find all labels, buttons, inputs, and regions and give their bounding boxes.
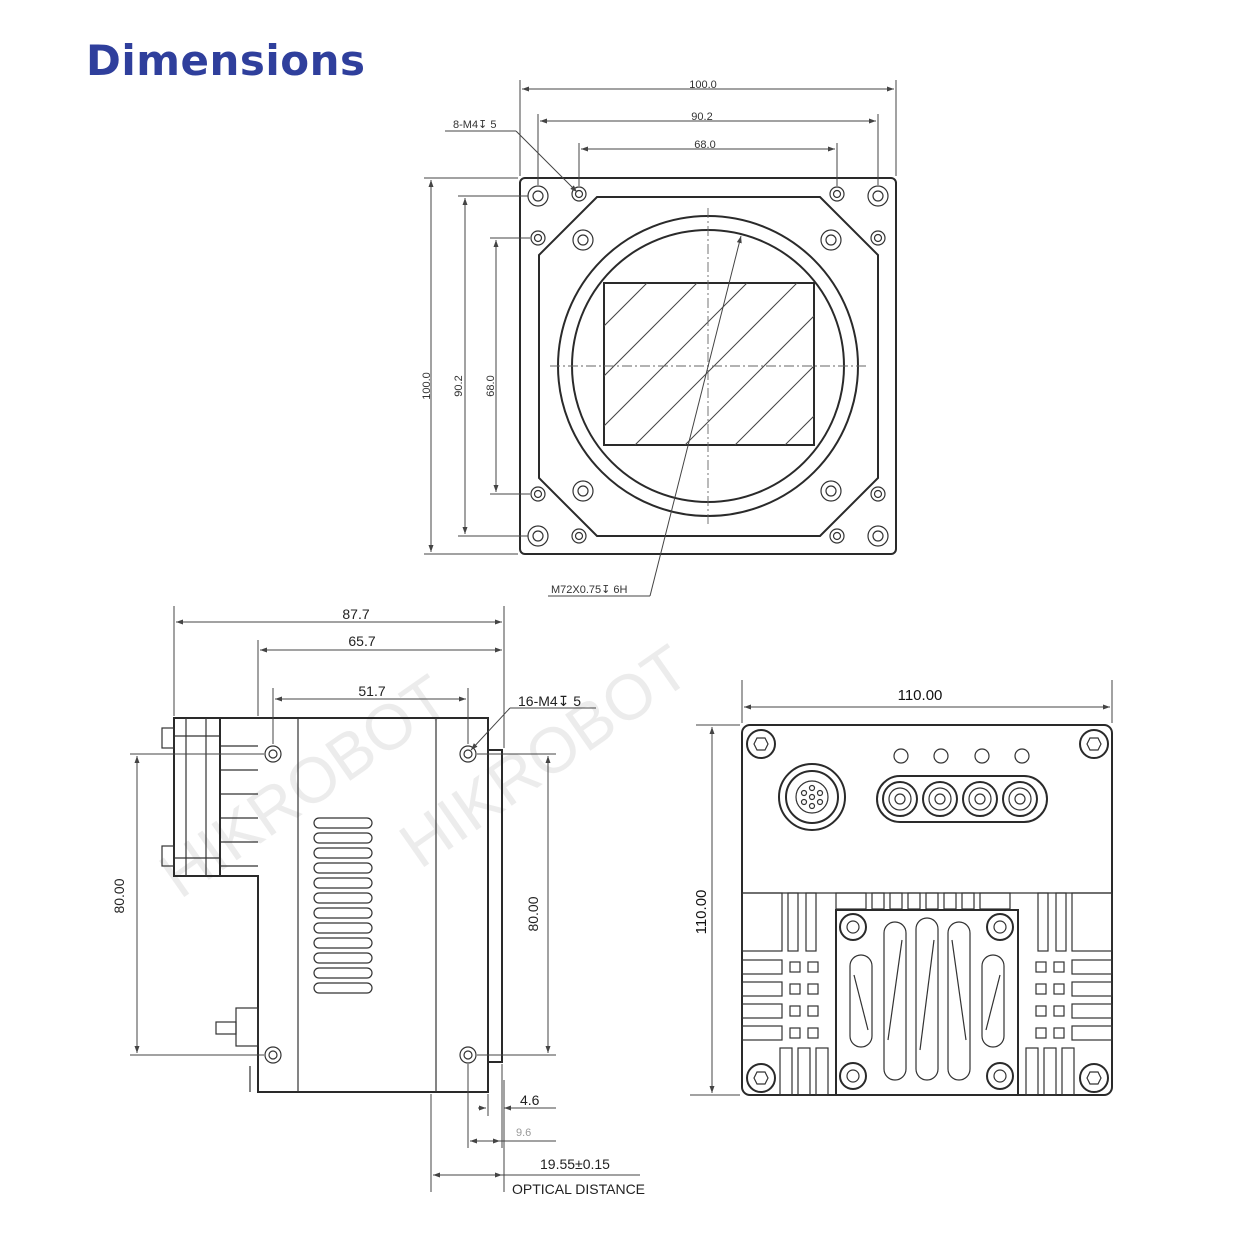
dim-width-outer: 100.0 — [689, 79, 717, 91]
side-rear-plate — [487, 749, 503, 1063]
rear-fan-block — [835, 909, 1019, 1096]
side-pin-bottom — [161, 845, 175, 867]
side-pin-top — [161, 727, 175, 749]
optical-label: OPTICAL DISTANCE — [512, 1181, 645, 1197]
side-view: 87.7 65.7 51.7 16-M4↧ 5 80.00 80.00 — [111, 606, 645, 1197]
rear-dim-height: 110.00 — [693, 890, 710, 935]
side-dims-bottom — [430, 1064, 640, 1192]
dim-small-2: 9.6 — [516, 1127, 531, 1139]
side-dims-vertical — [130, 753, 556, 1056]
rear-power-connector — [778, 763, 846, 831]
svg-text:HIKROBOT: HIKROBOT — [147, 661, 462, 912]
watermark: HIKROBOT HIKROBOT — [147, 631, 702, 912]
dim-body-length: 65.7 — [348, 633, 375, 649]
rear-fan-blades — [849, 917, 1005, 1081]
page-title: Dimensions — [86, 36, 366, 85]
dim-width-mid: 90.2 — [691, 111, 712, 123]
rear-data-panel — [876, 775, 1048, 823]
side-body — [219, 717, 489, 1093]
front-inner-octagon — [538, 196, 879, 537]
dim-height-left: 80.00 — [111, 878, 127, 913]
front-view: 100.0 90.2 68.0 100.0 90.2 68.0 8-M4↧ 5 … — [421, 79, 897, 597]
rear-data-ports — [882, 781, 1038, 817]
rear-view: 110.00 110.00 — [690, 680, 1113, 1096]
sensor-area — [603, 282, 815, 446]
rear-dims — [690, 680, 1113, 1096]
front-hole-callout: 8-M4↧ 5 — [453, 119, 496, 131]
dim-optical: 19.55±0.15 — [540, 1156, 610, 1172]
rear-fan-screws — [839, 913, 1014, 1090]
rear-heatsink-left — [741, 892, 829, 1096]
side-holes — [264, 745, 477, 1064]
sensor-hatch — [604, 283, 814, 445]
rear-corner-screws — [746, 729, 1109, 1093]
side-hole-callout: 16-M4↧ 5 — [518, 693, 581, 709]
dim-width-inner: 68.0 — [694, 139, 715, 151]
rear-leds — [893, 748, 1030, 764]
side-vent-slots — [313, 817, 373, 994]
dim-small-1: 4.6 — [520, 1092, 540, 1108]
side-dims-top — [173, 606, 505, 748]
side-connector — [235, 1007, 259, 1047]
side-fins — [220, 745, 258, 867]
rear-heatsink-right — [1025, 892, 1113, 1096]
rear-dim-width: 110.00 — [898, 687, 943, 704]
dim-height-outer: 100.0 — [421, 372, 433, 400]
front-dims-vertical — [424, 177, 530, 555]
dim-total-length: 87.7 — [342, 606, 369, 622]
mount-callout: M72X0.75↧ 6H — [551, 584, 628, 596]
svg-text:HIKROBOT: HIKROBOT — [387, 631, 702, 882]
front-outer-square — [519, 177, 897, 555]
dim-hole-spacing: 51.7 — [358, 683, 385, 699]
front-dims-horizontal — [519, 80, 897, 186]
dim-height-inner: 68.0 — [485, 375, 497, 396]
dim-height-mid: 90.2 — [453, 375, 465, 396]
front-holes — [527, 185, 889, 547]
dim-height-right: 80.00 — [525, 896, 541, 931]
